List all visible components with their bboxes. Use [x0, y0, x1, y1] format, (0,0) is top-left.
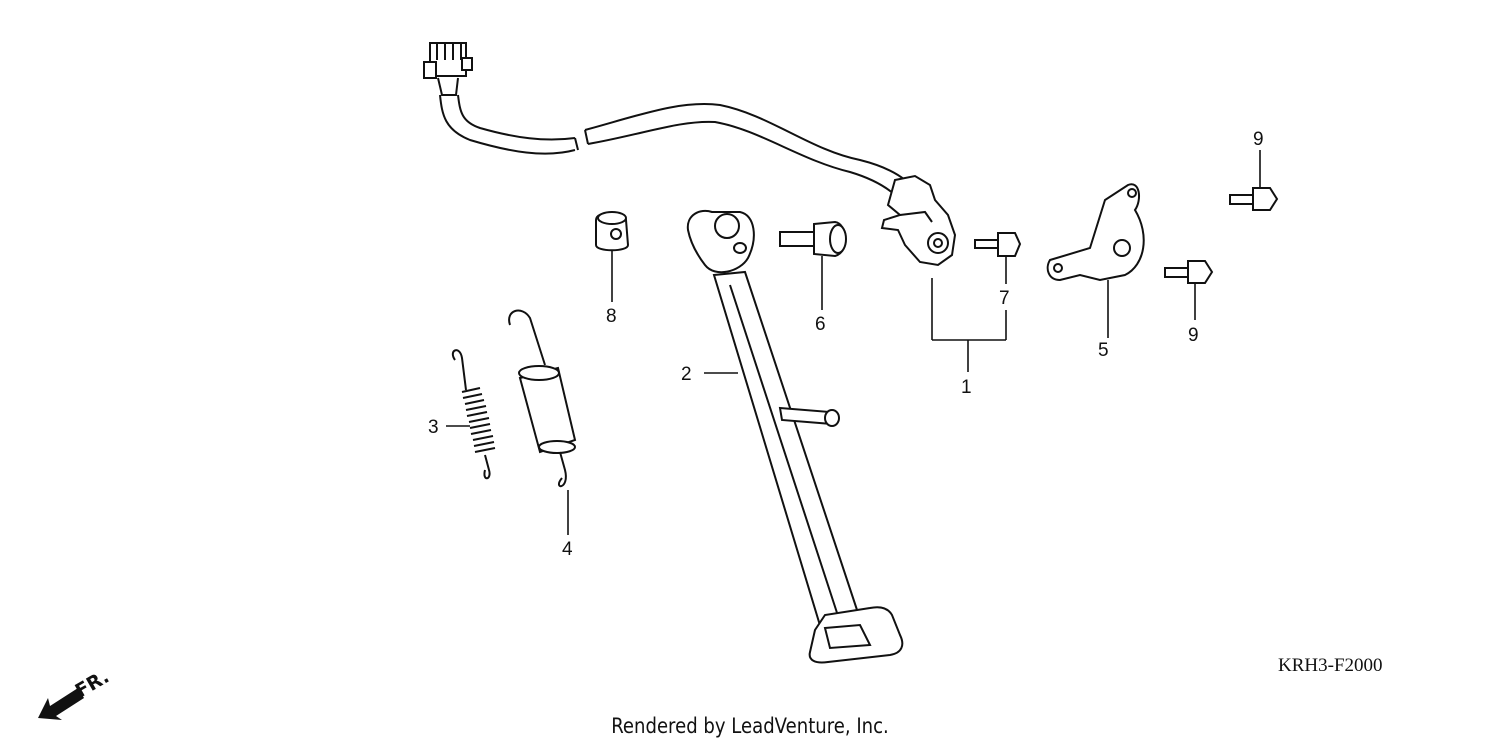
callout-7: 7 [999, 288, 1010, 309]
side-stand[interactable] [686, 210, 904, 664]
switch-bracket[interactable] [1046, 183, 1145, 282]
collar[interactable] [595, 211, 630, 252]
callout-1: 1 [961, 377, 972, 398]
leader-lines [446, 150, 1261, 535]
large-spring[interactable] [508, 309, 577, 488]
front-direction-arrow-icon: FR. [38, 666, 113, 720]
callout-8: 8 [606, 306, 617, 327]
switch-body [880, 174, 957, 267]
side-stand-switch-assembly[interactable] [423, 42, 957, 267]
callout-2: 2 [681, 364, 692, 385]
callout-3: 3 [428, 417, 439, 438]
callout-6: 6 [815, 314, 826, 335]
switch-bolt[interactable] [974, 232, 1022, 257]
flange-bolt-lower[interactable] [1164, 260, 1214, 284]
small-spring[interactable] [451, 349, 496, 480]
wire-connector [423, 42, 473, 96]
flange-bolt-upper[interactable] [1229, 187, 1279, 211]
callout-4: 4 [562, 539, 573, 560]
render-credit: Rendered by LeadVenture, Inc. [611, 714, 889, 738]
callout-9-lower: 9 [1188, 325, 1199, 346]
callout-9-upper: 9 [1253, 129, 1264, 150]
pivot-bolt[interactable] [779, 220, 847, 258]
callout-5: 5 [1098, 340, 1109, 361]
diagram-reference-code: KRH3-F2000 [1278, 655, 1383, 676]
wire-harness [439, 94, 906, 196]
